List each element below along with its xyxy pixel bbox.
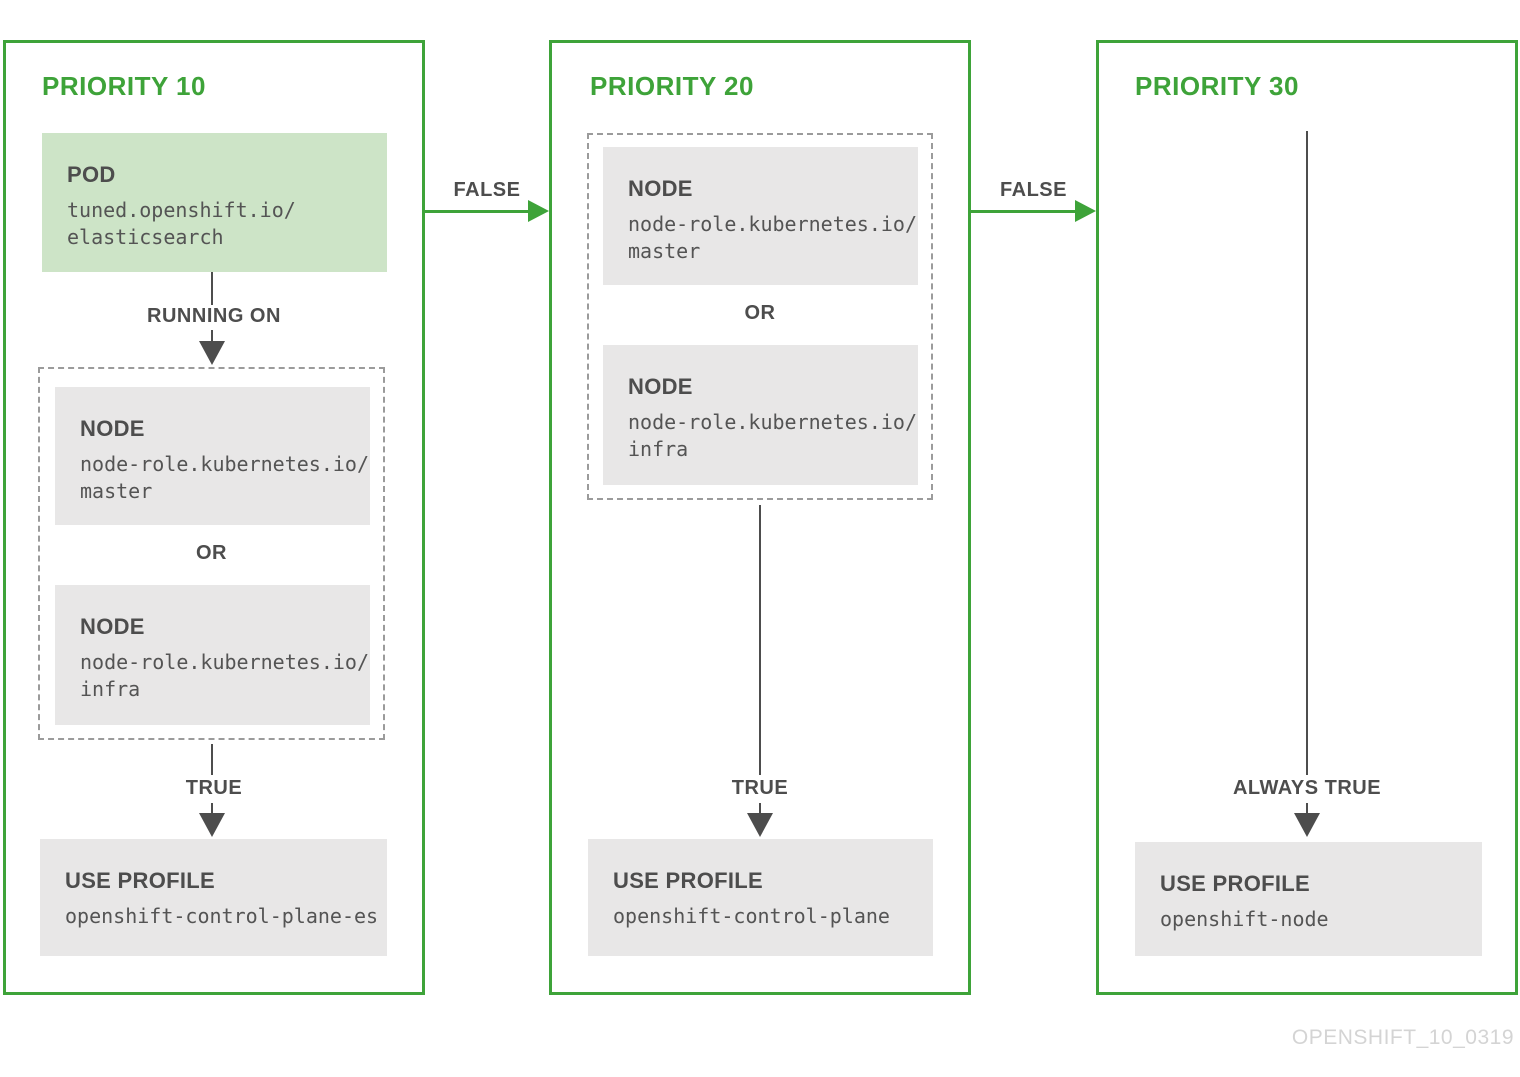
node-box-master: NODE node-role.kubernetes.io/ master [603,147,918,285]
connector-line [211,272,213,305]
arrow-down-icon [199,341,225,365]
false-label: FALSE [453,179,521,201]
priority-30-title: PRIORITY 30 [1135,71,1299,101]
use-profile-box: USE PROFILE openshift-control-plane-es [40,839,387,956]
node-value-line-2: infra [628,437,689,461]
arrow-right-icon [528,200,549,222]
pod-box: POD tuned.openshift.io/ elasticsearch [42,133,387,272]
node-value-line-1: node-role.kubernetes.io/ [80,452,369,476]
connector-line [211,330,213,341]
pod-value-line-1: tuned.openshift.io/ [67,198,296,222]
connector-line [1306,803,1308,813]
pod-label: POD [67,162,116,187]
use-profile-box: USE PROFILE openshift-control-plane [588,839,933,956]
node-selector-group [38,367,385,740]
node-box-infra: NODE node-role.kubernetes.io/ infra [55,585,370,725]
true-label: TRUE [185,777,243,799]
use-profile-box: USE PROFILE openshift-node [1135,842,1482,956]
node-label: NODE [80,416,145,441]
connector-line [211,803,213,813]
connector-line [759,803,761,813]
node-label: NODE [628,176,693,201]
profile-value: openshift-control-plane-es [65,904,379,928]
priority-10-title: PRIORITY 10 [42,71,206,101]
arrow-right-icon [1075,200,1096,222]
arrow-down-icon [1294,813,1320,837]
priority-20-title: PRIORITY 20 [590,71,754,101]
connector-line [1306,131,1308,775]
node-value-line-2: infra [80,677,141,701]
priority-20-column: PRIORITY 20 NODE node-role.kubernetes.io… [549,40,971,995]
false-arrow-line [971,210,1075,213]
false-label: FALSE [1000,179,1067,201]
node-value-line-1: node-role.kubernetes.io/ [80,650,369,674]
node-value-line-1: node-role.kubernetes.io/ [628,212,917,236]
node-value-line-2: master [628,239,701,263]
use-profile-label: USE PROFILE [1160,871,1310,896]
use-profile-label: USE PROFILE [65,868,215,893]
running-on-label: RUNNING ON [147,305,281,327]
node-box-master: NODE node-role.kubernetes.io/ master [55,387,370,525]
connector-line [211,744,213,775]
or-label: OR [196,542,227,564]
node-label: NODE [628,374,693,399]
node-box-infra: NODE node-role.kubernetes.io/ infra [603,345,918,485]
node-value-line-1: node-role.kubernetes.io/ [628,410,917,434]
true-label: TRUE [731,777,789,799]
arrow-down-icon [747,813,773,837]
priority-10-column: PRIORITY 10 POD tuned.openshift.io/ elas… [3,40,425,995]
pod-value-line-2: elasticsearch [67,225,224,249]
profile-value: openshift-control-plane [613,904,890,928]
connector-line [759,505,761,775]
false-arrow-line [425,210,528,213]
always-true-label: ALWAYS TRUE [1232,777,1382,799]
node-selector-group [587,133,933,500]
or-label: OR [744,302,776,324]
priority-30-column: PRIORITY 30 ALWAYS TRUE USE PROFILE open… [1096,40,1518,995]
arrow-down-icon [199,813,225,837]
node-label: NODE [80,614,145,639]
figure-id-watermark: OPENSHIFT_10_0319 [1291,1026,1514,1049]
node-value-line-2: master [80,479,153,503]
profile-value: openshift-node [1160,907,1329,931]
use-profile-label: USE PROFILE [613,868,763,893]
